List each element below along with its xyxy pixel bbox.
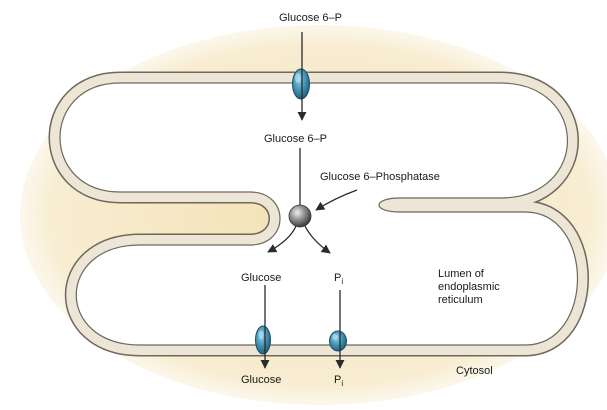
label-pi-lumen-sub: i (341, 277, 343, 286)
membrane-transporter-icon (293, 69, 310, 99)
label-glucose-lumen: Glucose (241, 272, 281, 285)
label-lumen-er: Lumen of endoplasmic reticulum (438, 268, 528, 307)
label-glucose6p-cytosol: Glucose 6–P (279, 12, 342, 25)
label-glucose6phosphatase: Glucose 6–Phosphatase (320, 171, 440, 184)
membrane-transporter-icon (330, 331, 347, 351)
label-cytosol: Cytosol (456, 365, 493, 378)
label-pi-cytosol-sub: i (341, 379, 343, 388)
label-pi-lumen: Pi (334, 272, 343, 288)
membrane-transporter-icon (256, 326, 271, 354)
label-glucose6p-lumen: Glucose 6–P (264, 133, 327, 146)
label-glucose-cytosol: Glucose (241, 374, 281, 387)
enzyme-sphere-icon (289, 205, 311, 227)
label-pi-cytosol: Pi (334, 374, 343, 390)
